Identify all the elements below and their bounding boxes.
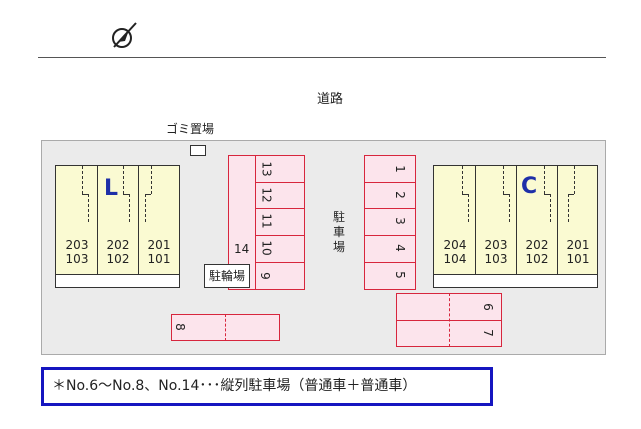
unit-number: 102 (106, 252, 130, 266)
building-c-letter: C (521, 174, 538, 199)
space-number: 11 (259, 213, 274, 229)
unit-number: 102 (525, 252, 549, 266)
parking-space-4 (364, 235, 416, 263)
north-arrow-icon (112, 22, 137, 48)
parking-space-9 (255, 262, 305, 290)
tandem-divider (225, 314, 226, 341)
unit-number: 203 (65, 238, 89, 252)
space-number: 14 (234, 242, 250, 256)
space-number: 1 (392, 165, 407, 173)
garbage-area (190, 145, 206, 156)
unit-number: 103 (65, 252, 89, 266)
parking-space-1 (364, 155, 416, 183)
space-number: 2 (392, 191, 407, 199)
unit-number: 201 (147, 238, 171, 252)
space-number: 8 (172, 323, 187, 331)
unit-number: 104 (443, 252, 467, 266)
unit-number: 202 (106, 238, 130, 252)
space-number: 3 (392, 217, 407, 225)
unit-number: 103 (484, 252, 508, 266)
unit-number: 204 (443, 238, 467, 252)
space-number: 12 (259, 187, 274, 203)
space-number: 7 (480, 329, 495, 337)
parking-space-2 (364, 182, 416, 209)
tandem-divider (449, 293, 450, 347)
tandem-parking-note: ＊No.6〜No.8、No.14･･･縦列駐車場（普通車＋普通車） (41, 367, 493, 406)
building-l: L 203 103 202 102 201 101 (55, 165, 180, 288)
parking-label: 駐車場 (332, 210, 345, 254)
space-number: 4 (392, 244, 407, 252)
space-number: 13 (259, 161, 274, 177)
bike-parking: 駐輪場 (204, 264, 250, 288)
road-line (38, 57, 606, 58)
building-c: C 204 104 203 103 202 102 201 101 (433, 165, 598, 288)
building-l-letter: L (104, 176, 119, 201)
unit-number: 202 (525, 238, 549, 252)
parking-space-5 (364, 262, 416, 290)
road-label: 道路 (316, 92, 343, 107)
space-number: 6 (480, 303, 495, 311)
space-number: 9 (257, 272, 272, 280)
unit-number: 101 (566, 252, 590, 266)
space-number: 5 (392, 271, 407, 279)
parking-space-3 (364, 208, 416, 236)
space-number: 10 (259, 240, 274, 256)
unit-number: 101 (147, 252, 171, 266)
garbage-area-label: ゴミ置場 (166, 122, 215, 136)
unit-number: 201 (566, 238, 590, 252)
unit-number: 203 (484, 238, 508, 252)
